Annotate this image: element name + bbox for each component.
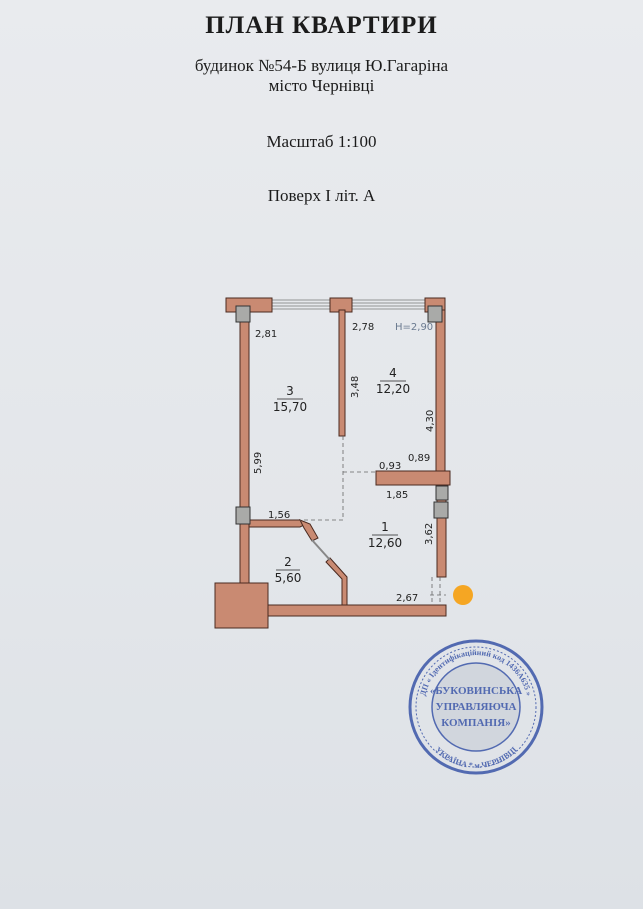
svg-text:КОМПАНІЯ»: КОМПАНІЯ» [441, 717, 510, 729]
svg-text:12,60: 12,60 [368, 536, 402, 550]
city-line: місто Чернівці [268, 76, 375, 95]
dim-3-48: 3,48 [350, 376, 361, 398]
windows [272, 299, 425, 310]
address-line: будинок №54-Б вулиця Ю.Гагаріна [194, 56, 449, 75]
svg-text:5,60: 5,60 [275, 571, 302, 585]
height-label: H=2,90 [395, 322, 433, 333]
company-stamp: ДП « Ідентифікаційний код 1436А635 » УКР… [408, 639, 544, 775]
floor-label: Поверх І літ. А [267, 186, 376, 205]
dim-2-81: 2,81 [255, 329, 277, 340]
dim-5-99: 5,99 [253, 452, 264, 474]
dim-1-56: 1,56 [268, 510, 290, 521]
svg-text:2: 2 [284, 555, 292, 569]
room-boundaries [300, 436, 446, 605]
dim-2-78: 2,78 [352, 322, 374, 333]
svg-text:«БУКОВИНСЬКА: «БУКОВИНСЬКА [430, 685, 522, 697]
dim-2-67: 2,67 [396, 593, 418, 604]
dim-4-30: 4,30 [425, 410, 436, 432]
dim-0-93: 0,93 [379, 461, 401, 472]
svg-text:УПРАВЛЯЮЧА: УПРАВЛЯЮЧА [436, 701, 517, 713]
dim-3-62: 3,62 [424, 523, 435, 545]
room-3: 3 15,70 [273, 384, 307, 414]
marker-dot [453, 585, 473, 605]
dim-1-85: 1,85 [386, 490, 408, 501]
dim-0-89: 0,89 [408, 453, 430, 464]
svg-text:3: 3 [286, 384, 294, 398]
svg-text:15,70: 15,70 [273, 400, 307, 414]
svg-text:12,20: 12,20 [376, 382, 410, 396]
svg-text:1: 1 [381, 520, 389, 534]
room-4: 4 12,20 [376, 366, 410, 396]
svg-text:4: 4 [389, 366, 397, 380]
door [311, 539, 331, 561]
room-1: 1 12,60 [368, 520, 402, 550]
columns [235, 305, 449, 525]
page-title: ПЛАН КВАРТИРИ [205, 12, 438, 39]
scale-label: Масштаб 1:100 [266, 132, 377, 151]
room-2: 2 5,60 [275, 555, 302, 585]
